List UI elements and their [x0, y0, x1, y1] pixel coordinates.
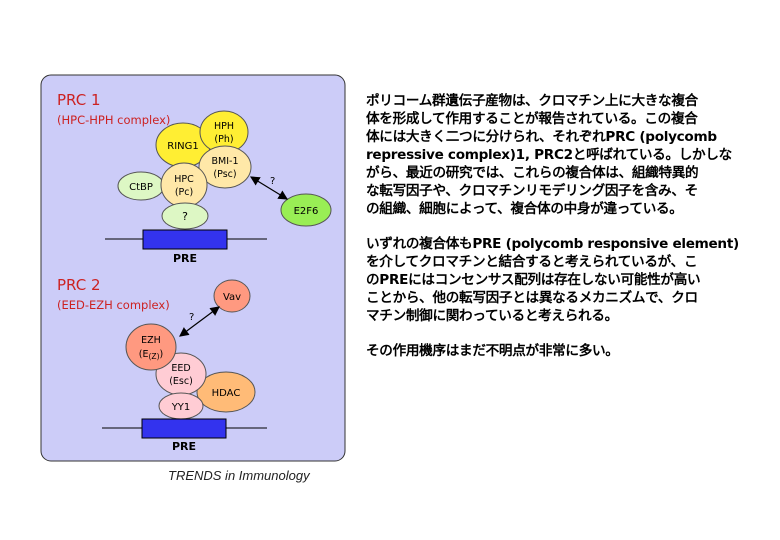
hdac-label: HDAC [212, 388, 241, 399]
unknown-factor-node: ? [161, 202, 209, 230]
eed-alias: (Esc) [169, 376, 193, 387]
hpc-label: HPC [174, 174, 194, 185]
prc2-dna [102, 418, 267, 439]
prc2-link-question: ? [189, 312, 194, 323]
hpc-node: HPC (Pc) [160, 162, 208, 208]
vav-node: Vav [213, 279, 251, 313]
prc1-link-question: ? [270, 176, 275, 187]
ezh-alias: (E(Z)) [139, 349, 163, 361]
prc2-title: PRC 2 [57, 276, 101, 294]
prc2-subtitle: (EED-EZH complex) [57, 298, 170, 312]
prc1-e2f6-interaction-arrow [249, 176, 289, 200]
bmi1-node: BMI-1 (Psc) [198, 145, 252, 189]
prc2-pre-element [141, 418, 227, 439]
e2f6-label: E2F6 [294, 206, 319, 217]
hph-alias: (Ph) [214, 134, 233, 145]
prc1-subtitle: (HPC-HPH complex) [57, 113, 170, 127]
ezh-label: EZH [141, 335, 161, 346]
vav-label: Vav [223, 292, 241, 303]
prc2-vav-interaction-arrow [179, 306, 220, 337]
ezh-node: EZH (E(Z)) [125, 323, 177, 371]
prc1-dna [105, 229, 267, 250]
yy1-node: YY1 [158, 392, 204, 420]
diagram-panel [40, 74, 346, 462]
description-text: ポリコーム群遺伝子産物は、クロマチン上に大きな複合 体を形成して作用することが報… [366, 92, 756, 377]
eed-label: EED [171, 363, 190, 374]
prc1-pre-element [142, 229, 228, 250]
hdac-node: HDAC [196, 371, 256, 413]
bmi1-alias: (Psc) [213, 169, 236, 180]
yy1-label: YY1 [171, 402, 191, 413]
figure-credit: TRENDS in Immunology [168, 468, 310, 483]
bmi1-label: BMI-1 [212, 156, 239, 167]
description-paragraph-1: ポリコーム群遺伝子産物は、クロマチン上に大きな複合 体を形成して作用することが報… [366, 93, 732, 217]
description-paragraph-3: その作用機序はまだ不明点が非常に多い。 [366, 343, 619, 359]
prc1-pre-label: PRE [173, 252, 197, 265]
hpc-alias: (Pc) [175, 187, 193, 198]
unknown-factor-label: ? [182, 210, 188, 223]
e2f6-node: E2F6 [280, 193, 332, 227]
hph-label: HPH [214, 121, 234, 132]
ctbp-label: CtBP [129, 182, 153, 193]
prc2-pre-label: PRE [172, 440, 196, 453]
prc1-title: PRC 1 [57, 91, 101, 109]
ctbp-node: CtBP [117, 171, 165, 201]
description-paragraph-2: いずれの複合体もPRE (polycomb responsive element… [366, 236, 739, 324]
ring1-label: RING1 [167, 141, 199, 152]
